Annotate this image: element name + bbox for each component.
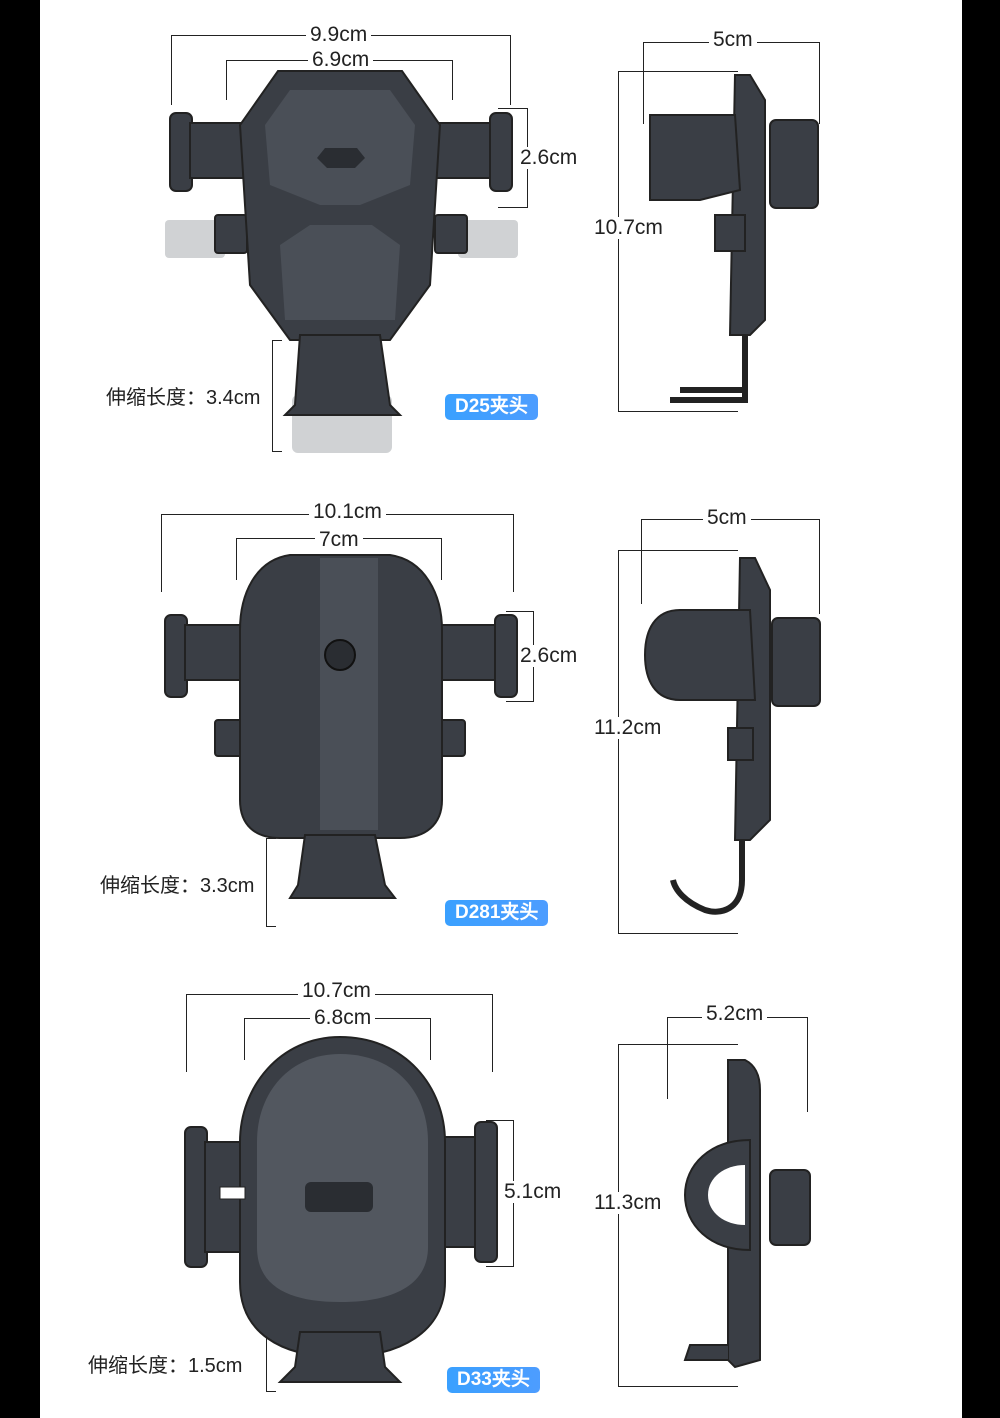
tick xyxy=(486,1266,514,1267)
tick xyxy=(667,1017,668,1099)
tick xyxy=(272,451,282,452)
tick xyxy=(618,933,738,934)
tick xyxy=(618,1386,738,1387)
height-line xyxy=(618,550,619,934)
inner-width-label: 6.9cm xyxy=(308,49,374,71)
tick xyxy=(171,35,172,105)
tick xyxy=(452,60,453,100)
model-badge: D25夹头 xyxy=(445,394,538,420)
extend-length-label: 伸缩长度：3.4cm xyxy=(106,387,261,409)
outer-width-label: 10.1cm xyxy=(309,501,386,523)
tick xyxy=(618,1044,738,1045)
extend-line xyxy=(272,340,273,452)
tick xyxy=(513,514,514,592)
tick xyxy=(266,926,276,927)
tick xyxy=(272,340,282,341)
depth-label: 5cm xyxy=(703,507,751,529)
phone-holder-front-illustration xyxy=(164,554,518,899)
phone-holder-side-illustration xyxy=(683,1059,811,1369)
phone-holder-front-illustration xyxy=(165,70,518,453)
phone-holder-side-illustration xyxy=(649,74,819,403)
tick xyxy=(506,701,534,702)
tick xyxy=(618,411,738,412)
tick xyxy=(244,1018,245,1060)
grip-height-label: 5.1cm xyxy=(500,1181,566,1203)
phone-holder-side-illustration xyxy=(643,557,821,915)
tick xyxy=(236,538,237,580)
outer-width-label: 9.9cm xyxy=(306,24,372,46)
tick xyxy=(510,35,511,105)
tick xyxy=(641,519,642,604)
tick xyxy=(506,611,534,612)
tick xyxy=(186,994,187,1072)
tick xyxy=(492,994,493,1072)
extend-length-label: 伸缩长度：1.5cm xyxy=(88,1355,243,1377)
depth-label: 5.2cm xyxy=(702,1003,768,1025)
grip-height-label: 2.6cm xyxy=(516,645,582,667)
height-line xyxy=(618,1044,619,1387)
tick xyxy=(486,1120,514,1121)
tick xyxy=(498,108,528,109)
model-badge: D33夹头 xyxy=(447,1367,540,1393)
extend-line xyxy=(266,1333,267,1392)
grip-height-label: 2.6cm xyxy=(516,147,582,169)
tick xyxy=(266,838,276,839)
extend-length-label: 伸缩长度：3.3cm xyxy=(100,875,255,897)
outer-width-label: 10.7cm xyxy=(298,980,375,1002)
tick xyxy=(498,207,528,208)
product-dimension-sheet: 9.9cm 6.9cm 2.6cm 伸缩长度：3.4cm D25夹头 xyxy=(40,0,962,1418)
tick xyxy=(161,514,162,592)
inner-width-label: 7cm xyxy=(315,529,363,551)
height-label: 11.2cm xyxy=(590,717,666,739)
height-line xyxy=(618,71,619,412)
extend-line xyxy=(266,838,267,927)
height-label: 10.7cm xyxy=(590,217,667,239)
depth-label: 5cm xyxy=(709,29,757,51)
tick xyxy=(807,1017,808,1112)
height-label: 11.3cm xyxy=(590,1192,666,1214)
model-badge: D281夹头 xyxy=(445,900,549,926)
inner-width-label: 6.8cm xyxy=(310,1007,376,1029)
tick xyxy=(441,538,442,580)
tick xyxy=(266,1391,276,1392)
phone-holder-front-illustration xyxy=(184,1035,498,1383)
tick xyxy=(226,60,227,100)
tick xyxy=(643,42,644,124)
tick xyxy=(430,1018,431,1060)
tick xyxy=(819,519,820,614)
tick xyxy=(618,71,738,72)
tick xyxy=(618,550,738,551)
tick xyxy=(819,42,820,124)
